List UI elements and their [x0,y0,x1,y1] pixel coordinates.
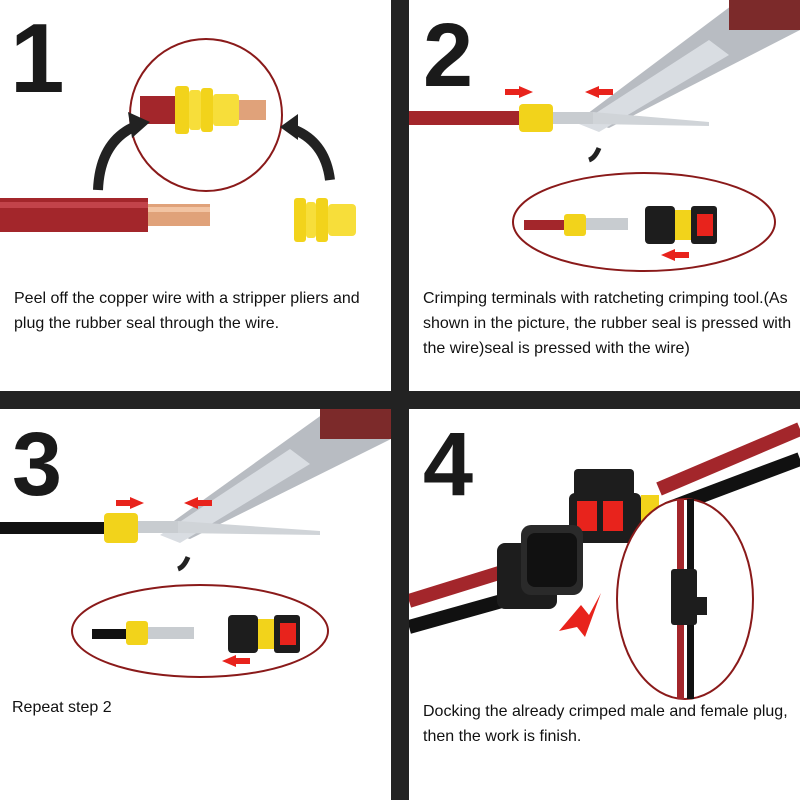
connector-housing [228,615,300,653]
red-arrow [130,497,144,509]
crimping-pliers [160,409,391,543]
red-wire [409,111,519,125]
rubber-seal [104,513,138,543]
metal-terminal [586,218,628,230]
rubber-seal [564,214,586,236]
step-3-illustration: 3 [0,409,391,678]
red-arrow [559,593,601,637]
zoom-wire-with-seal [140,86,266,134]
zoom-ellipse [512,172,776,272]
female-plug [569,469,659,543]
connector-housing [645,206,717,244]
step-caption: Docking the already crimped male and fem… [423,703,788,745]
step-3-panel: 3 Repeat step 2 [0,409,391,800]
step-4-panel: 4 Docking the already [409,409,800,800]
curved-arrow [177,556,191,572]
horizontal-divider [0,391,800,409]
curved-arrow [588,147,602,163]
metal-terminal [553,112,709,126]
step-number: 3 [12,415,62,515]
red-arrow-tail [599,89,613,95]
red-arrow-tail [236,658,250,664]
red-arrow [519,86,533,98]
step-caption: Crimping terminals with ratcheting crimp… [423,290,792,357]
step-4-illustration: 4 [409,415,800,700]
red-arrow [585,86,599,98]
male-plug [497,525,583,609]
red-arrow [661,249,675,261]
rubber-seal [519,104,553,132]
red-wire [409,566,502,608]
crimping-pliers [579,0,800,132]
step-number: 4 [423,415,473,515]
metal-terminal [148,627,194,639]
arrow-head-right [280,114,298,140]
red-wire [524,220,564,230]
red-arrow-tail [675,252,689,258]
black-wire [409,592,511,634]
red-arrow-tail [116,500,130,506]
step-1-illustration: 1 [0,3,356,242]
red-arrow-tail [198,500,212,506]
metal-terminal [138,521,320,535]
red-wire [656,422,800,496]
step-2-illustration: 2 [409,0,800,272]
step-number: 2 [423,6,473,106]
black-wire [92,629,130,639]
arrow-head-left [128,112,150,138]
red-arrow [222,655,236,667]
red-arrow [184,497,198,509]
rubber-seal [126,621,148,645]
zoom-ellipse [71,584,329,678]
stripped-red-wire [0,198,210,232]
rubber-seal [294,198,356,242]
step-caption: Peel off the copper wire with a stripper… [14,290,360,332]
step-2-panel: 2 Crimping terminals w [409,0,800,391]
step-number: 1 [10,3,65,113]
red-arrow-tail [505,89,519,95]
joined-connector [671,499,707,699]
step-1-panel: 1 Peel off the copper [0,0,391,391]
black-wire [0,522,104,534]
step-caption: Repeat step 2 [12,699,112,716]
